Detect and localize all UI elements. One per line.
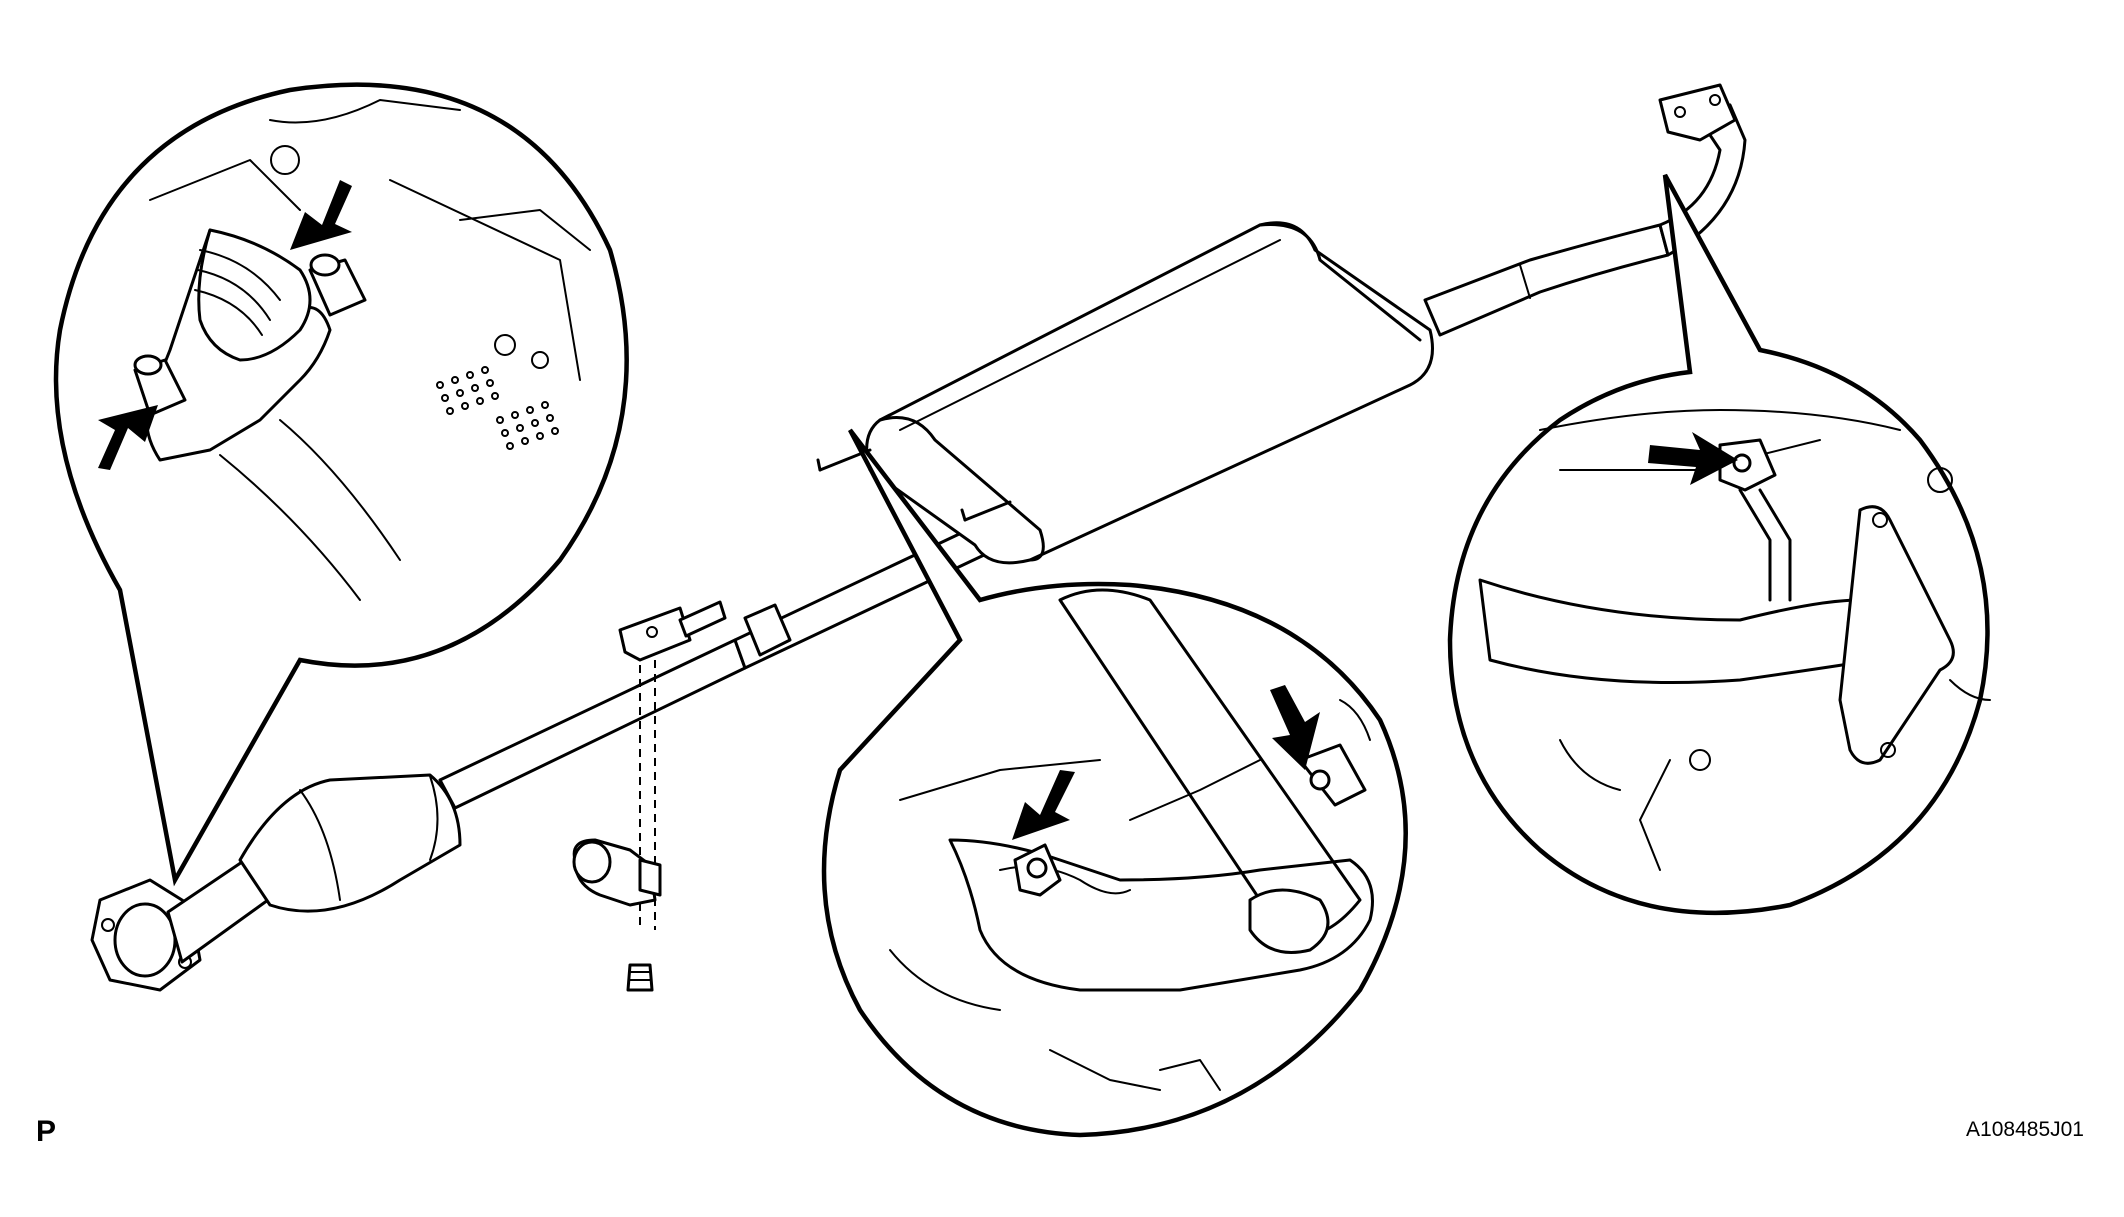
callout-arrow-icon <box>1270 685 1320 770</box>
callout-arrow-icon <box>98 405 158 470</box>
view-code-label: P <box>36 1115 57 1148</box>
floor-grid-pattern <box>436 366 559 450</box>
callout-arrow-icon <box>290 180 352 250</box>
rubber-hanger-mount <box>572 660 662 930</box>
bolt <box>626 963 654 992</box>
exhaust-pipe-assembly <box>90 83 1747 992</box>
pipe-hanger-bracket <box>618 600 727 662</box>
callout-arrow-icon <box>1012 770 1075 840</box>
figure-id-label: A108485J01 <box>1966 1118 2084 1141</box>
catalytic-converter <box>238 773 462 913</box>
tailpipe-hanger-detail <box>1447 173 1991 916</box>
muffler <box>865 221 1434 565</box>
muffler-hanger-detail <box>821 428 1408 1138</box>
front-pipe-flange-detail <box>53 82 629 887</box>
callout-arrow-icon <box>1648 432 1738 485</box>
